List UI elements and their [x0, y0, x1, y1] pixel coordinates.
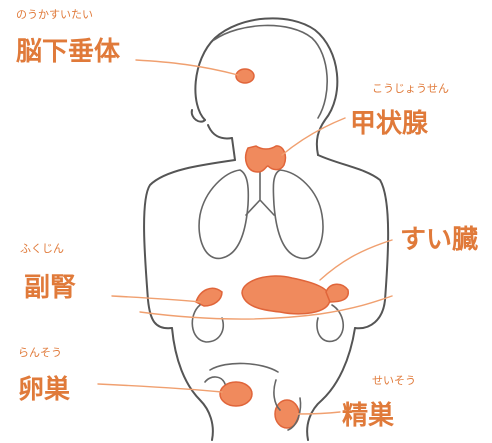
thyroid-reading: こうじょうせん	[372, 82, 449, 95]
adrenal-label: 副腎	[24, 273, 76, 303]
lungs	[199, 165, 323, 258]
testis-label: 精巣	[342, 400, 394, 431]
ovary-reading: らんそう	[18, 346, 62, 359]
pituitary-label: 脳下垂体	[15, 37, 121, 67]
pancreas-label: すい臓	[400, 225, 478, 255]
leader-lines	[98, 60, 392, 414]
thyroid-label: 甲状腺	[350, 109, 429, 139]
thyroid-gland	[246, 146, 286, 172]
adrenal-reading: ふくじん	[20, 242, 64, 255]
pancreas	[242, 276, 330, 314]
ovary-label: 卵巣	[18, 374, 70, 405]
adrenal-gland-left	[196, 288, 222, 306]
pituitary-reading: のうかすいたい	[16, 8, 93, 21]
ovary	[220, 382, 252, 406]
pituitary-gland	[236, 69, 254, 83]
kidneys-and-pelvis	[192, 305, 343, 430]
testis-reading: せいそう	[372, 374, 416, 387]
body-outline	[144, 18, 388, 440]
adrenal-gland-right	[326, 284, 348, 302]
